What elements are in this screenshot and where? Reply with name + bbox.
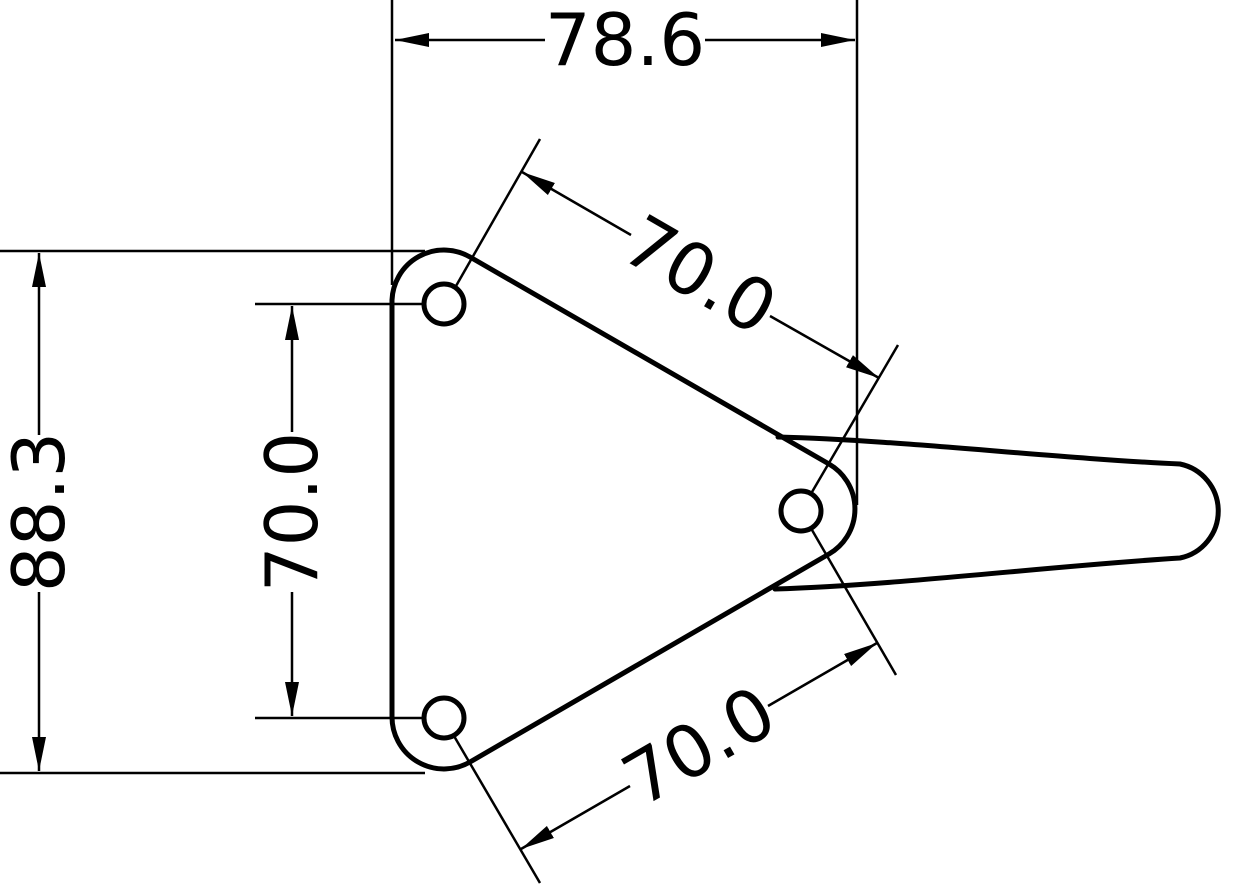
mounting-hole-bottom <box>421 695 467 741</box>
extension-line-lower-b <box>810 529 898 676</box>
plate-outline <box>389 247 858 772</box>
dimension-value-overall-height: 88.3 <box>0 432 81 592</box>
mounting-hole-top <box>421 281 467 327</box>
dimension-value-overall-width: 78.6 <box>545 0 705 82</box>
dimension-value-hole-spacing-upper: 70.0 <box>610 199 791 352</box>
dimension-hole-spacing-upper: 70.0 <box>521 170 880 380</box>
extension-line-lower-a <box>452 735 542 884</box>
dimension-value-hole-spacing-vertical: 70.0 <box>250 432 334 592</box>
dimension-value-hole-spacing-lower: 70.0 <box>609 670 790 823</box>
dimension-overall-width: 78.6 <box>395 0 855 82</box>
mounting-hole-right <box>778 488 824 534</box>
extension-line-upper-a <box>454 138 542 287</box>
dimension-overall-height: 88.3 <box>0 253 81 771</box>
extension-line-upper-b <box>810 344 900 493</box>
dimension-hole-spacing-lower: 70.0 <box>520 641 878 851</box>
tapered-arm <box>772 434 1221 592</box>
dimension-hole-spacing-vertical: 70.0 <box>250 306 334 716</box>
